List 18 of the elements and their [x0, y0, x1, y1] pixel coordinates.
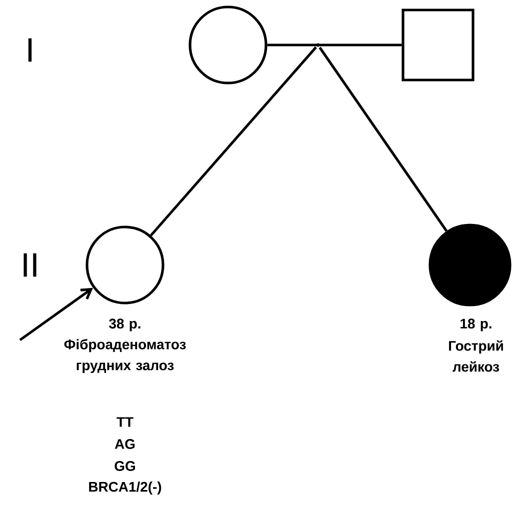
- proband-arrow: [19, 288, 94, 342]
- descent-line: [318, 46, 448, 232]
- pedigree-circle: [188, 6, 268, 84]
- pedigree-circle: [428, 224, 512, 306]
- genotype-label: GG: [114, 461, 135, 471]
- generation-label: I: [28, 38, 32, 62]
- pedigree-circle: [86, 226, 164, 304]
- descent-line: [150, 46, 317, 236]
- genotype-label: TT: [116, 417, 134, 427]
- diagnosis-label: Гострий лейкоз: [449, 340, 503, 372]
- genotype-label: BRCA1/2(-): [89, 482, 162, 494]
- diagnosis-label: Фіброаденоматоз грудних залоз: [64, 338, 186, 374]
- generation-label: II: [24, 253, 36, 277]
- genotype-label: AG: [114, 439, 135, 449]
- age-label: 38 р.: [109, 318, 140, 332]
- pedigree-square: [402, 8, 474, 82]
- mating-line: [267, 44, 402, 46]
- age-label: 18 р.: [460, 318, 492, 332]
